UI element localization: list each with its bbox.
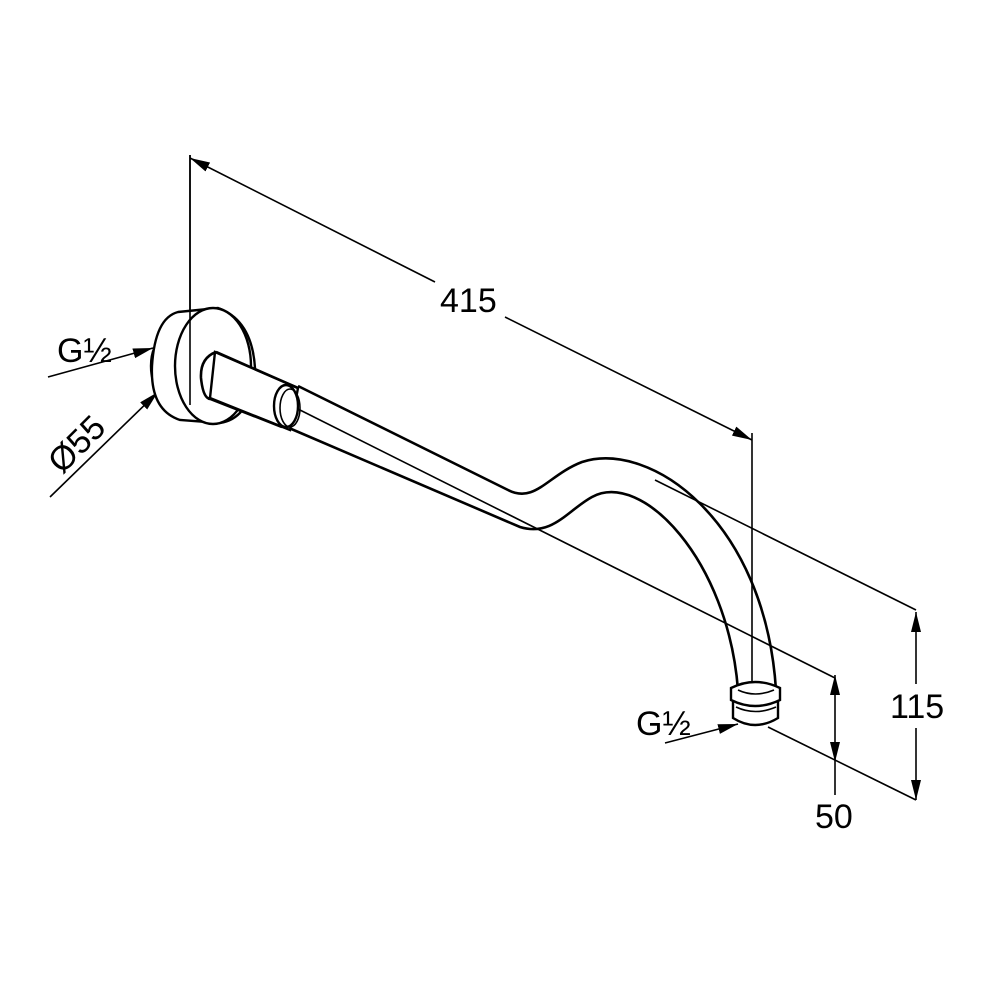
pipe-body [281, 384, 778, 691]
length-dimension: 415 [189, 157, 753, 441]
outlet-thread-callout: G½ [636, 705, 739, 744]
diameter-callout: Ø55 [41, 391, 159, 498]
length-label: 415 [440, 282, 497, 320]
inlet-thread-label: G½ [57, 332, 112, 370]
height-label: 115 [890, 688, 944, 726]
wall-flange [149, 306, 301, 432]
height-dimension: 115 [890, 612, 944, 800]
outlet-nut [729, 680, 782, 727]
outlet-thread-label: G½ [636, 705, 691, 743]
outlet-dimension: 50 [815, 675, 853, 836]
inlet-thread-callout: G½ [47, 332, 154, 378]
outlet-label: 50 [815, 798, 853, 836]
diameter-label: Ø55 [41, 408, 113, 480]
